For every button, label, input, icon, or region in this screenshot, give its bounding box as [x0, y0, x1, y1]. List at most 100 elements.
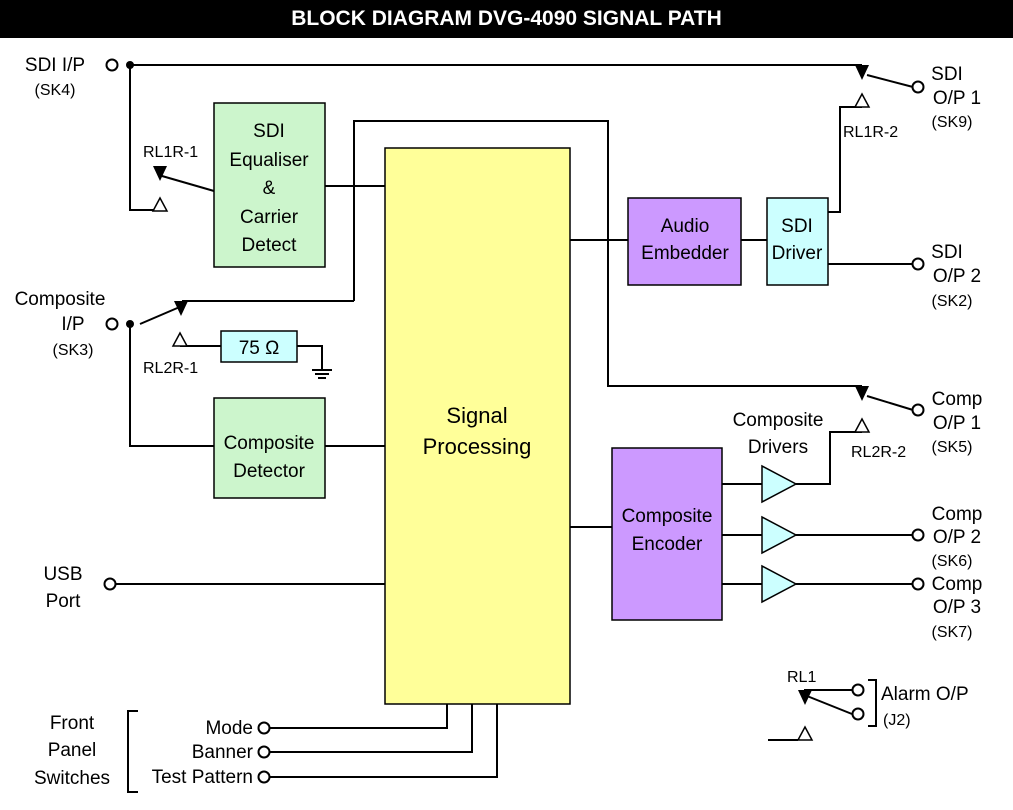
- banner-switch-label: Banner: [192, 742, 254, 763]
- front-panel-bracket: [127, 710, 138, 793]
- sdi-equaliser-block: [213, 102, 326, 268]
- rl2r2-arm-contact: [855, 386, 869, 401]
- composite-ip-socket: [105, 317, 119, 331]
- composite-encoder-line-2: Encoder: [632, 534, 703, 555]
- sdi-equaliser-line-2: Equaliser: [229, 150, 309, 171]
- wire-mode-sp: [270, 704, 448, 729]
- sdi-op2-socket-label: (SK2): [932, 293, 973, 310]
- rl2r2-label: RL2R-2: [851, 444, 906, 461]
- sdi-op1-label-2: O/P 1: [933, 88, 981, 109]
- composite-detector-line-2: Detector: [233, 461, 305, 482]
- wire-driver-rl1r2: [828, 106, 862, 213]
- wire-resistor-right: [297, 345, 323, 370]
- sdi-equaliser-line-1: SDI: [253, 121, 285, 142]
- comp-op1-socket-label: (SK5): [932, 439, 973, 456]
- rl1r1-open-contact: [151, 196, 169, 212]
- rl1r2-arm-contact: [855, 65, 869, 80]
- resistor-block: [220, 330, 298, 363]
- wire-rl1r2-arm: [866, 74, 914, 88]
- ground-symbol: [312, 369, 332, 379]
- alarm-op-label: Alarm O/P: [881, 684, 969, 705]
- audio-embedder-line-2: Embedder: [641, 243, 729, 264]
- sdi-equaliser-line-4: Carrier: [240, 207, 299, 228]
- sdi-driver-block: [766, 197, 829, 286]
- alarm-bracket: [868, 679, 877, 727]
- audio-embedder-line-1: Audio: [661, 216, 710, 237]
- composite-driver-2: [761, 515, 798, 555]
- wire-driver1-rl2r2: [796, 431, 862, 485]
- sdi-op1-label-1: SDI: [931, 64, 963, 85]
- rl1-label: RL1: [787, 669, 816, 686]
- front-panel-heading-3: Switches: [34, 768, 110, 789]
- front-panel-heading-1: Front: [50, 713, 95, 734]
- composite-detector-line-1: Composite: [224, 433, 315, 454]
- composite-encoder-line-1: Composite: [622, 506, 713, 527]
- sdi-equaliser-line-3: &: [263, 178, 276, 199]
- rl1r1-arm-contact: [153, 166, 167, 181]
- banner-switch-socket: [257, 745, 271, 759]
- wire-rl2r1-arm: [139, 305, 183, 325]
- composite-ip-label-2: I/P: [61, 314, 84, 335]
- comp-op3-label-1: Comp: [932, 574, 983, 595]
- rl2r1-arm-contact: [174, 301, 188, 316]
- mode-switch-label: Mode: [205, 718, 253, 739]
- comp-op1-socket: [911, 403, 925, 417]
- sdi-driver-line-1: SDI: [781, 216, 813, 237]
- resistor-label: 75 Ω: [239, 338, 280, 359]
- rl2r1-label: RL2R-1: [143, 360, 198, 377]
- comp-op1-label-1: Comp: [932, 389, 983, 410]
- diagram-title: BLOCK DIAGRAM DVG-4090 SIGNAL PATH: [0, 0, 1013, 38]
- rl1-open-contact: [796, 725, 814, 741]
- sdi-junction: [126, 61, 134, 69]
- test-pattern-switch-socket: [257, 770, 271, 784]
- wire-banner-sp: [270, 704, 473, 753]
- sdi-equaliser-line-5: Detect: [242, 235, 298, 256]
- sdi-op2-label-1: SDI: [931, 242, 963, 263]
- audio-embedder-block: [627, 197, 742, 286]
- front-panel-heading-2: Panel: [48, 740, 97, 761]
- sdi-op1-socket: [911, 80, 925, 94]
- wire-composite-ip-down: [129, 324, 214, 447]
- composite-driver-1: [761, 464, 798, 504]
- sdi-op2-label-2: O/P 2: [933, 266, 981, 287]
- relay-contacts: [151, 65, 871, 741]
- composite-ip-label-1: Composite: [15, 289, 106, 310]
- comp-op3-socket-label: (SK7): [932, 624, 973, 641]
- sdi-ip-socket: [105, 58, 119, 72]
- rl2r2-open-contact: [853, 417, 871, 433]
- junction-dots: [126, 61, 134, 328]
- composite-junction: [126, 320, 134, 328]
- comp-op2-label-2: O/P 2: [933, 527, 981, 548]
- wire-rl1-arm: [806, 695, 853, 715]
- comp-op2-label-1: Comp: [932, 504, 983, 525]
- comp-op2-socket: [911, 528, 925, 542]
- composite-detector-block: [213, 397, 326, 499]
- wire-testpattern-sp: [270, 704, 498, 778]
- usb-label-2: Port: [46, 591, 82, 612]
- comp-op3-socket: [911, 577, 925, 591]
- comp-op1-label-2: O/P 1: [933, 413, 981, 434]
- wires: [115, 64, 914, 793]
- alarm-socket-1: [851, 683, 865, 697]
- signal-processing-block: [384, 147, 571, 705]
- signal-processing-line-1: Signal: [446, 403, 507, 428]
- rl1r1-label: RL1R-1: [143, 144, 198, 161]
- wire-rl2r2-arm: [866, 395, 914, 411]
- mode-switch-socket: [257, 721, 271, 735]
- sockets: [103, 58, 925, 784]
- sdi-ip-label: SDI I/P: [25, 55, 85, 76]
- usb-label-1: USB: [43, 564, 82, 585]
- rl1-arm-contact: [798, 690, 812, 705]
- sdi-op2-socket: [911, 257, 925, 271]
- composite-ip-socket-label: (SK3): [53, 342, 94, 359]
- composite-encoder-block: [611, 447, 723, 621]
- signal-processing-line-2: Processing: [423, 434, 532, 459]
- rl2r1-open-contact: [171, 331, 189, 347]
- composite-driver-3: [761, 564, 798, 604]
- comp-op3-label-2: O/P 3: [933, 597, 981, 618]
- wire-rl1r1-equaliser: [161, 175, 215, 192]
- alarm-socket-label: (J2): [883, 712, 911, 729]
- test-pattern-switch-label: Test Pattern: [152, 767, 253, 788]
- sdi-driver-line-2: Driver: [772, 243, 823, 264]
